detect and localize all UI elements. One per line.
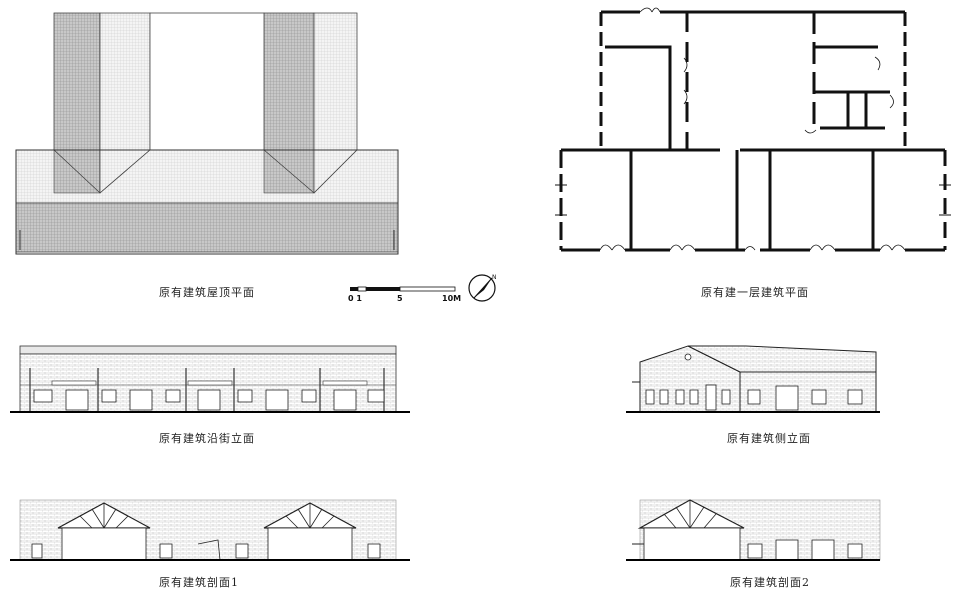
scale-label-zero-one: 0 1 (348, 294, 362, 303)
roof-right-hip (263, 149, 315, 194)
north-label: N (492, 274, 497, 281)
roof-left-hip (53, 149, 101, 194)
ground-floor-plan-caption: 原有建一层建筑平面 (701, 286, 809, 299)
street-elevation-caption: 原有建筑沿街立面 (159, 432, 255, 445)
roof-outline (15, 149, 399, 255)
scale-bar (350, 286, 456, 292)
scale-label-ten: 10M (442, 294, 462, 303)
section-1-caption: 原有建筑剖面1 (159, 576, 239, 589)
ground-floor-plan (555, 7, 951, 252)
roof-plan (15, 12, 399, 255)
section-2 (626, 499, 881, 561)
roof-courtyard (149, 12, 265, 151)
section-2-caption: 原有建筑剖面2 (730, 576, 810, 589)
roof-plan-caption: 原有建筑屋顶平面 (159, 286, 255, 299)
roof-main-dark (15, 202, 399, 253)
street-elevation (10, 345, 410, 413)
side-elevation-caption: 原有建筑侧立面 (727, 432, 811, 445)
north-arrow-icon (468, 274, 496, 302)
scale-label-five: 5 (397, 294, 403, 303)
side-elevation (626, 345, 880, 413)
section-1 (10, 499, 410, 561)
